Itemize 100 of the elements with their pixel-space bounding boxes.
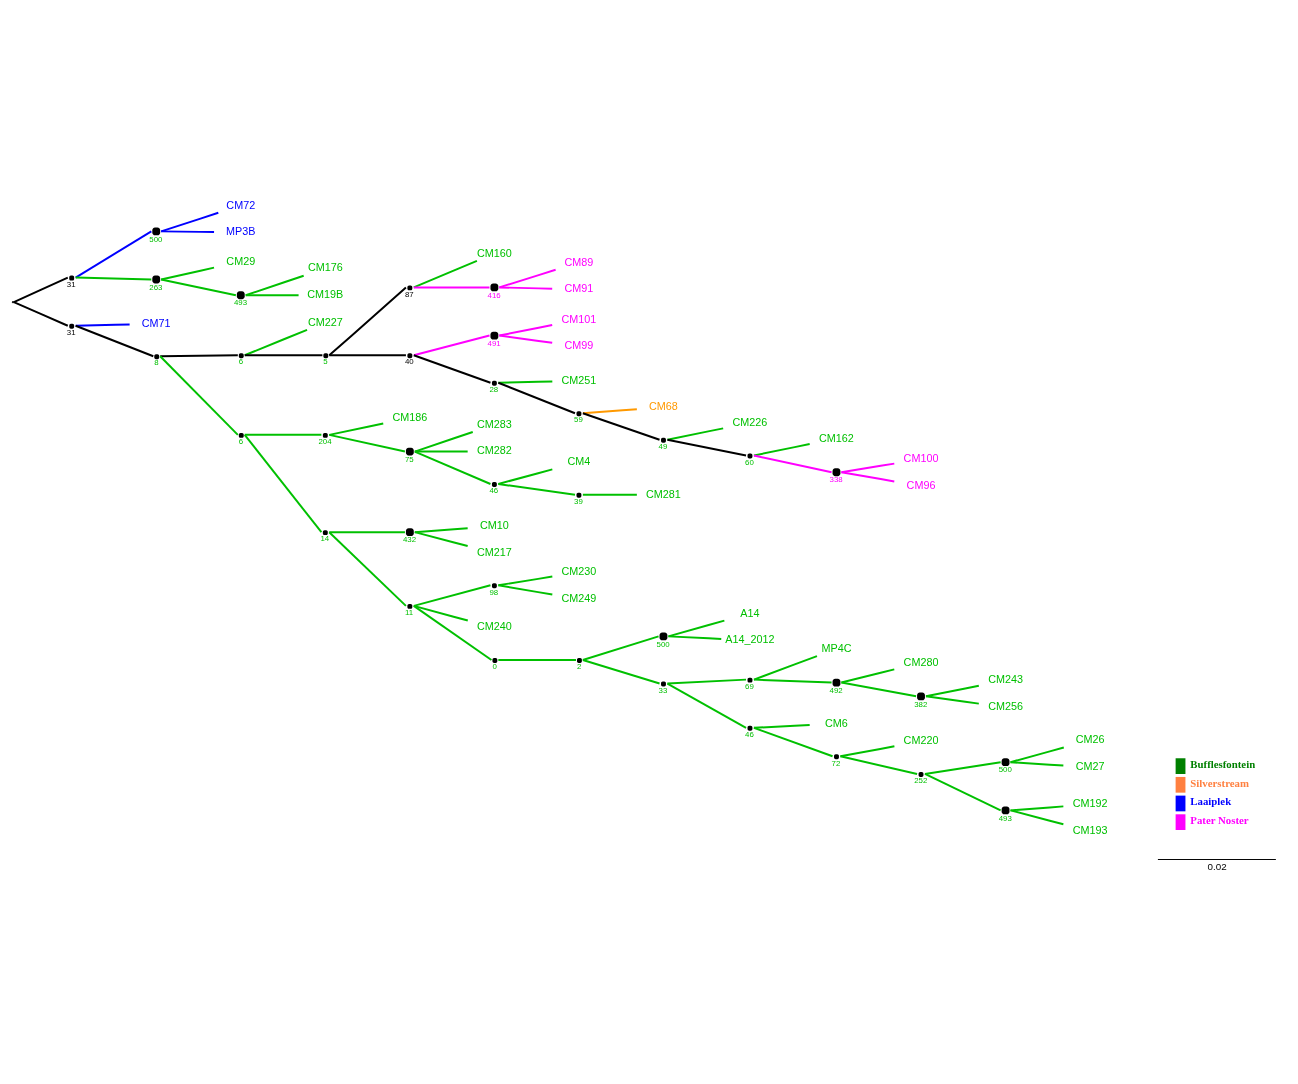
legend-label: Silverstream [1190, 776, 1249, 789]
node-text: CM29 [226, 254, 256, 267]
node-circle [917, 692, 925, 701]
node-label: 39 [574, 497, 583, 507]
node-text: MP4C [821, 641, 852, 654]
connector [74, 324, 155, 358]
node-label: 98 [489, 587, 499, 597]
node-text: CM249 [561, 591, 597, 604]
node-text: CM193 [1072, 823, 1108, 836]
node-label: 87 [404, 289, 414, 299]
node-circle [69, 323, 75, 329]
node-label: 72 [831, 758, 841, 768]
node-text: CM101 [561, 312, 597, 325]
connector [924, 684, 980, 698]
node-label: 500 [998, 765, 1012, 775]
legend-label: Laaiplek [1190, 795, 1232, 808]
node-circle [747, 677, 753, 683]
connector [328, 531, 407, 607]
node-point [11, 300, 15, 304]
node-circle [405, 528, 414, 537]
node-label: 46 [489, 486, 499, 496]
connector [412, 286, 491, 289]
node-text: CM71 [141, 316, 171, 329]
node-label: 69 [745, 681, 754, 691]
connector [12, 276, 69, 304]
connector [328, 531, 406, 534]
connector [413, 531, 469, 548]
node-label: 491 [487, 338, 501, 348]
node-circle [322, 432, 328, 438]
connector [74, 230, 153, 279]
node-label: 60 [745, 457, 754, 467]
connector [413, 450, 492, 485]
connector [328, 286, 407, 357]
node-circle [747, 725, 753, 731]
connector [581, 493, 638, 496]
node-circle [407, 603, 413, 609]
node-label: 8 [154, 358, 159, 368]
node-text: CM160 [476, 246, 512, 259]
node-label: 5 [323, 357, 328, 367]
connector [243, 433, 323, 534]
connector [840, 681, 918, 698]
connector [412, 354, 492, 384]
connector [924, 695, 980, 705]
node-circle [576, 658, 582, 663]
connector [581, 412, 661, 441]
connector [498, 286, 554, 290]
node-circle [491, 380, 497, 386]
node-label: 33 [658, 685, 668, 695]
node-circle [834, 754, 839, 760]
node-text: A14_2012 [725, 633, 775, 646]
node-text: CM99 [564, 339, 594, 352]
connector [752, 678, 833, 684]
node-label: 493 [998, 813, 1012, 823]
node-label: 6 [238, 357, 244, 367]
connector [160, 278, 237, 297]
connector [840, 462, 896, 474]
node-text: CM176 [307, 261, 343, 274]
connector [159, 355, 239, 436]
node-circle [407, 285, 413, 291]
connector [497, 483, 576, 496]
connector [498, 334, 554, 344]
node-label: 252 [914, 776, 928, 786]
connector [160, 266, 216, 281]
connector [840, 668, 896, 684]
connector [160, 230, 216, 233]
node-text: A14 [740, 606, 760, 619]
node-circle [576, 411, 582, 417]
connector [923, 761, 1002, 775]
node-text: CM217 [476, 545, 512, 558]
connector [412, 604, 469, 622]
node-text: CM68 [649, 400, 678, 413]
node-circle [661, 437, 666, 443]
node-text: CM96 [906, 478, 936, 491]
node-circle [152, 227, 161, 236]
connector [923, 773, 1002, 812]
node-text: CM100 [903, 452, 939, 465]
node-text: CM19B [307, 288, 344, 301]
node-text: CM243 [988, 673, 1023, 686]
node-text: CM26 [1075, 733, 1105, 746]
connector [666, 678, 748, 685]
node-text: CM251 [561, 373, 597, 386]
node-circle [69, 275, 75, 281]
node-text: CM282 [476, 444, 512, 457]
node-text: CM89 [564, 255, 594, 268]
node-circle [405, 447, 414, 456]
connector [666, 682, 748, 729]
node-label: 416 [487, 290, 501, 300]
node-label: 14 [320, 534, 330, 544]
node-label: 263 [149, 282, 163, 292]
node-text: CM162 [819, 431, 854, 444]
connector [412, 584, 492, 607]
node-label: 382 [914, 699, 928, 709]
connector [244, 274, 305, 297]
node-text: CM72 [226, 198, 256, 211]
connector [1009, 805, 1065, 812]
node-circle [491, 482, 497, 487]
node-circle [659, 632, 668, 641]
connector [1009, 809, 1065, 826]
node-label: 11 [404, 608, 414, 618]
connector [752, 454, 833, 474]
